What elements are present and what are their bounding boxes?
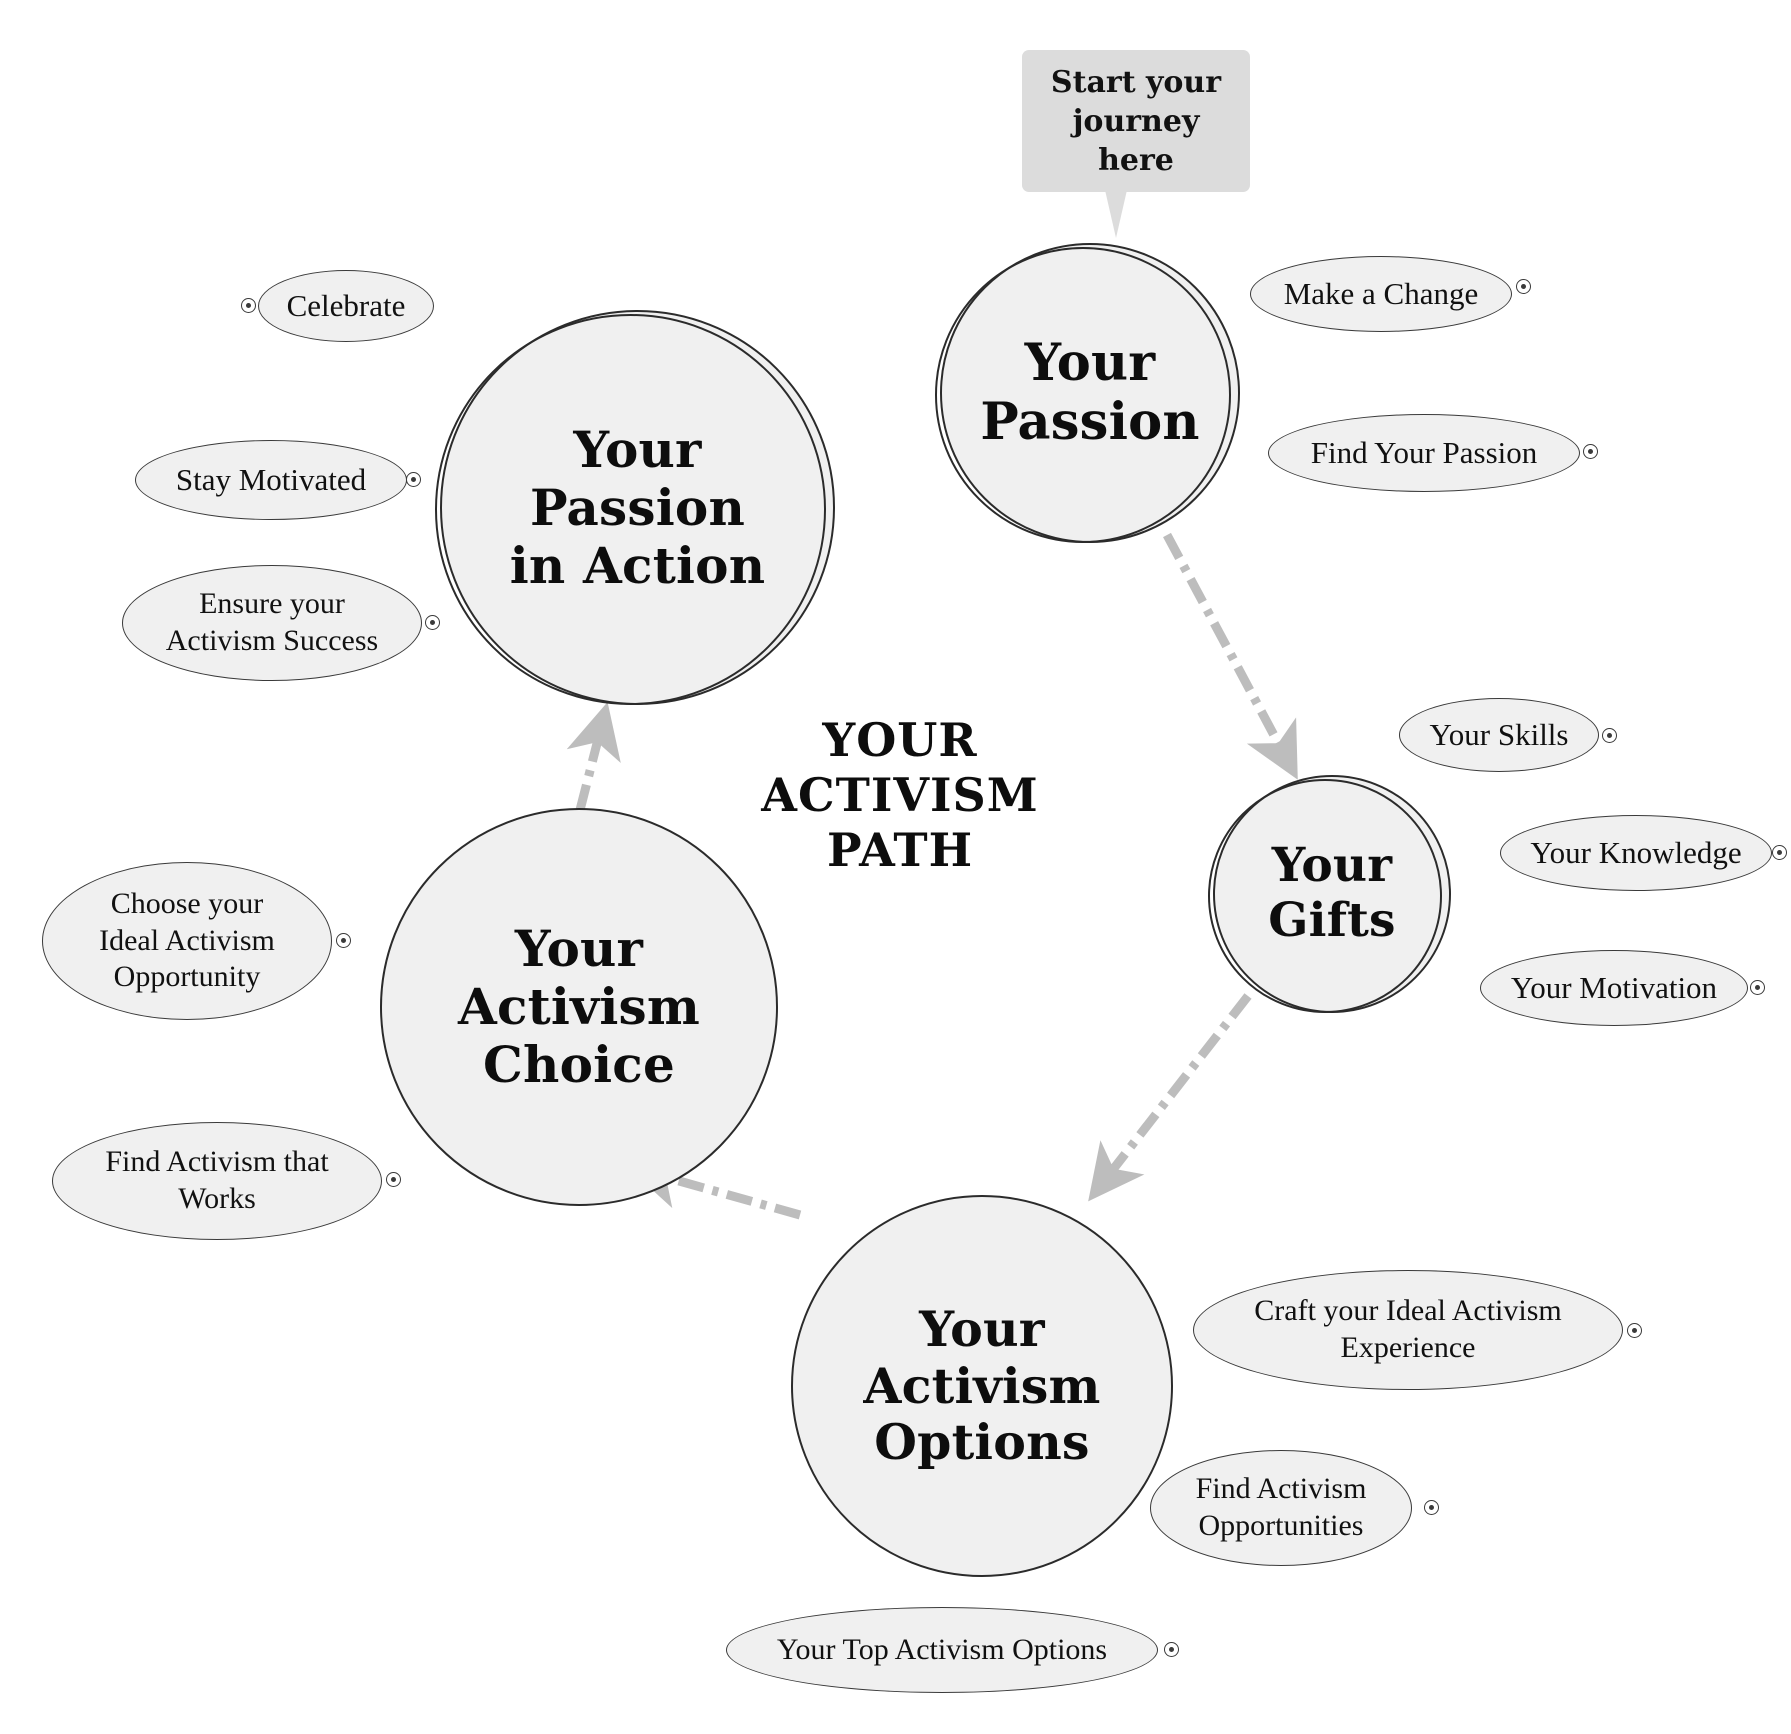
hub-your-passion-in-action-label: Your Passion in Action bbox=[509, 419, 766, 595]
oval-your-top-activism-options-label: Your Top Activism Options bbox=[776, 1632, 1108, 1666]
hub-your-passion-label: Your Passion bbox=[980, 332, 1200, 452]
oval-find-activism-that-works-label: Find Activism that Works bbox=[105, 1145, 329, 1215]
oval-make-a-change-label: Make a Change bbox=[1283, 276, 1479, 312]
hub-your-gifts-label: Your Gifts bbox=[1268, 838, 1396, 948]
oval-your-skills-label: Your Skills bbox=[1429, 717, 1569, 753]
connector-passion-to-gifts bbox=[1163, 532, 1298, 780]
anchor-your-knowledge bbox=[1772, 845, 1787, 860]
anchor-find-activism-that-works bbox=[386, 1172, 401, 1187]
oval-craft-your-ideal-activism-experience[interactable]: Craft your Ideal Activism Experience bbox=[1193, 1270, 1623, 1390]
oval-ensure-your-activism-success-label: Ensure your Activism Success bbox=[165, 587, 379, 657]
oval-stay-motivated-label: Stay Motivated bbox=[175, 462, 367, 498]
hub-your-activism-choice-label: Your Activism Choice bbox=[457, 919, 701, 1094]
callout-tail-icon bbox=[1105, 190, 1127, 238]
anchor-choose-your-ideal-activism-opportunity bbox=[336, 933, 351, 948]
start-here-callout: Start your journey here bbox=[1022, 50, 1250, 192]
oval-stay-motivated[interactable]: Stay Motivated bbox=[135, 440, 407, 520]
oval-ensure-your-activism-success[interactable]: Ensure your Activism Success bbox=[122, 565, 422, 681]
hub-your-passion-in-action[interactable]: Your Passion in Action bbox=[435, 310, 835, 705]
oval-your-motivation[interactable]: Your Motivation bbox=[1480, 950, 1748, 1026]
hub-your-gifts[interactable]: Your Gifts bbox=[1208, 775, 1451, 1013]
oval-your-knowledge-label: Your Knowledge bbox=[1530, 835, 1742, 871]
oval-your-skills[interactable]: Your Skills bbox=[1399, 698, 1599, 772]
oval-craft-your-ideal-activism-experience-label: Craft your Ideal Activism Experience bbox=[1254, 1294, 1562, 1364]
start-here-callout-text: Start your journey here bbox=[1050, 64, 1222, 178]
anchor-craft-your-ideal-activism-experience bbox=[1627, 1323, 1642, 1338]
anchor-make-a-change bbox=[1516, 279, 1531, 294]
anchor-your-top-activism-options bbox=[1164, 1642, 1179, 1657]
oval-choose-your-ideal-activism-opportunity-label: Choose your Ideal Activism Opportunity bbox=[99, 887, 275, 994]
page-title: YOUR ACTIVISM PATH bbox=[761, 713, 1039, 878]
anchor-ensure-your-activism-success bbox=[425, 615, 440, 630]
hub-your-activism-choice[interactable]: Your Activism Choice bbox=[380, 808, 778, 1206]
oval-find-activism-that-works[interactable]: Find Activism that Works bbox=[52, 1122, 382, 1240]
hub-your-activism-options[interactable]: Your Activism Options bbox=[791, 1195, 1173, 1577]
anchor-your-skills bbox=[1602, 728, 1617, 743]
oval-celebrate[interactable]: Celebrate bbox=[258, 270, 434, 342]
connector-choice-to-passion-in-action bbox=[566, 702, 621, 812]
oval-find-activism-opportunities-label: Find Activism Opportunities bbox=[1195, 1472, 1367, 1542]
anchor-find-activism-opportunities bbox=[1424, 1500, 1439, 1515]
oval-find-your-passion-label: Find Your Passion bbox=[1310, 435, 1538, 471]
oval-choose-your-ideal-activism-opportunity[interactable]: Choose your Ideal Activism Opportunity bbox=[42, 862, 332, 1020]
oval-your-motivation-label: Your Motivation bbox=[1510, 970, 1718, 1006]
hub-your-passion[interactable]: Your Passion bbox=[935, 243, 1240, 543]
anchor-celebrate bbox=[241, 298, 256, 313]
hub-your-activism-options-label: Your Activism Options bbox=[863, 1299, 1101, 1472]
oval-your-knowledge[interactable]: Your Knowledge bbox=[1500, 815, 1772, 891]
anchor-stay-motivated bbox=[406, 472, 421, 487]
connector-gifts-to-options bbox=[1088, 993, 1252, 1202]
oval-make-a-change[interactable]: Make a Change bbox=[1250, 256, 1512, 332]
oval-celebrate-label: Celebrate bbox=[286, 288, 406, 324]
oval-your-top-activism-options[interactable]: Your Top Activism Options bbox=[726, 1607, 1158, 1693]
anchor-your-motivation bbox=[1750, 980, 1765, 995]
oval-find-your-passion[interactable]: Find Your Passion bbox=[1268, 414, 1580, 492]
anchor-find-your-passion bbox=[1583, 444, 1598, 459]
oval-find-activism-opportunities[interactable]: Find Activism Opportunities bbox=[1150, 1450, 1412, 1566]
